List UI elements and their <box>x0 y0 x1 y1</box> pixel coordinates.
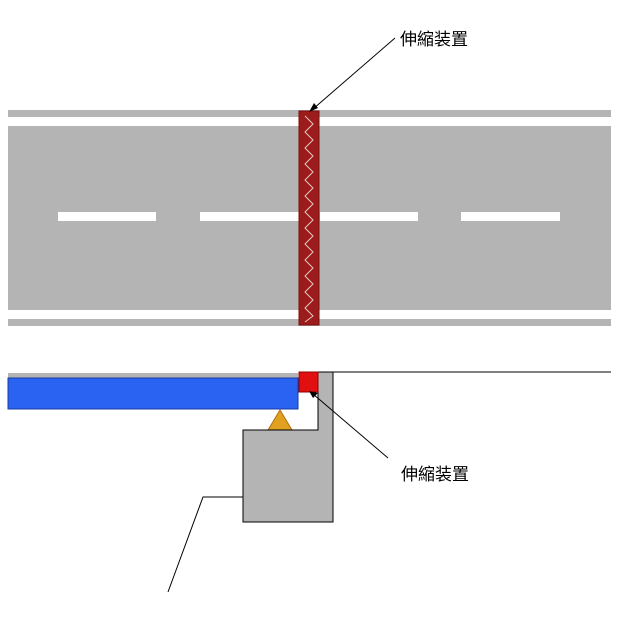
expansion-joint-zigzag <box>304 115 314 323</box>
top-callout: 伸縮装置 <box>309 30 468 112</box>
bottom-callout-label: 伸縮装置 <box>401 465 469 485</box>
deck-pavement-strip <box>8 373 298 378</box>
expansion-joint-strip <box>298 110 320 326</box>
ground-line <box>167 496 243 593</box>
expansion-joint-plan <box>298 110 320 326</box>
bottom-callout-arrowhead <box>309 391 318 398</box>
girder <box>7 377 299 410</box>
abutment <box>242 371 334 523</box>
bottom-callout-leader <box>312 393 389 459</box>
bottom-callout: 伸縮装置 <box>309 391 469 485</box>
lane-markings <box>58 212 560 221</box>
top-callout-leader <box>312 37 396 110</box>
bearing <box>267 409 293 431</box>
road-plan-view <box>8 110 611 326</box>
lane-dash <box>200 212 299 221</box>
lane-dash <box>320 212 418 221</box>
lane-dash <box>461 212 560 221</box>
lane-dash <box>58 212 156 221</box>
expansion-joint-section <box>298 371 319 393</box>
bridge-section-view <box>7 371 611 593</box>
top-callout-arrowhead <box>309 103 318 112</box>
top-callout-label: 伸縮装置 <box>400 30 468 50</box>
